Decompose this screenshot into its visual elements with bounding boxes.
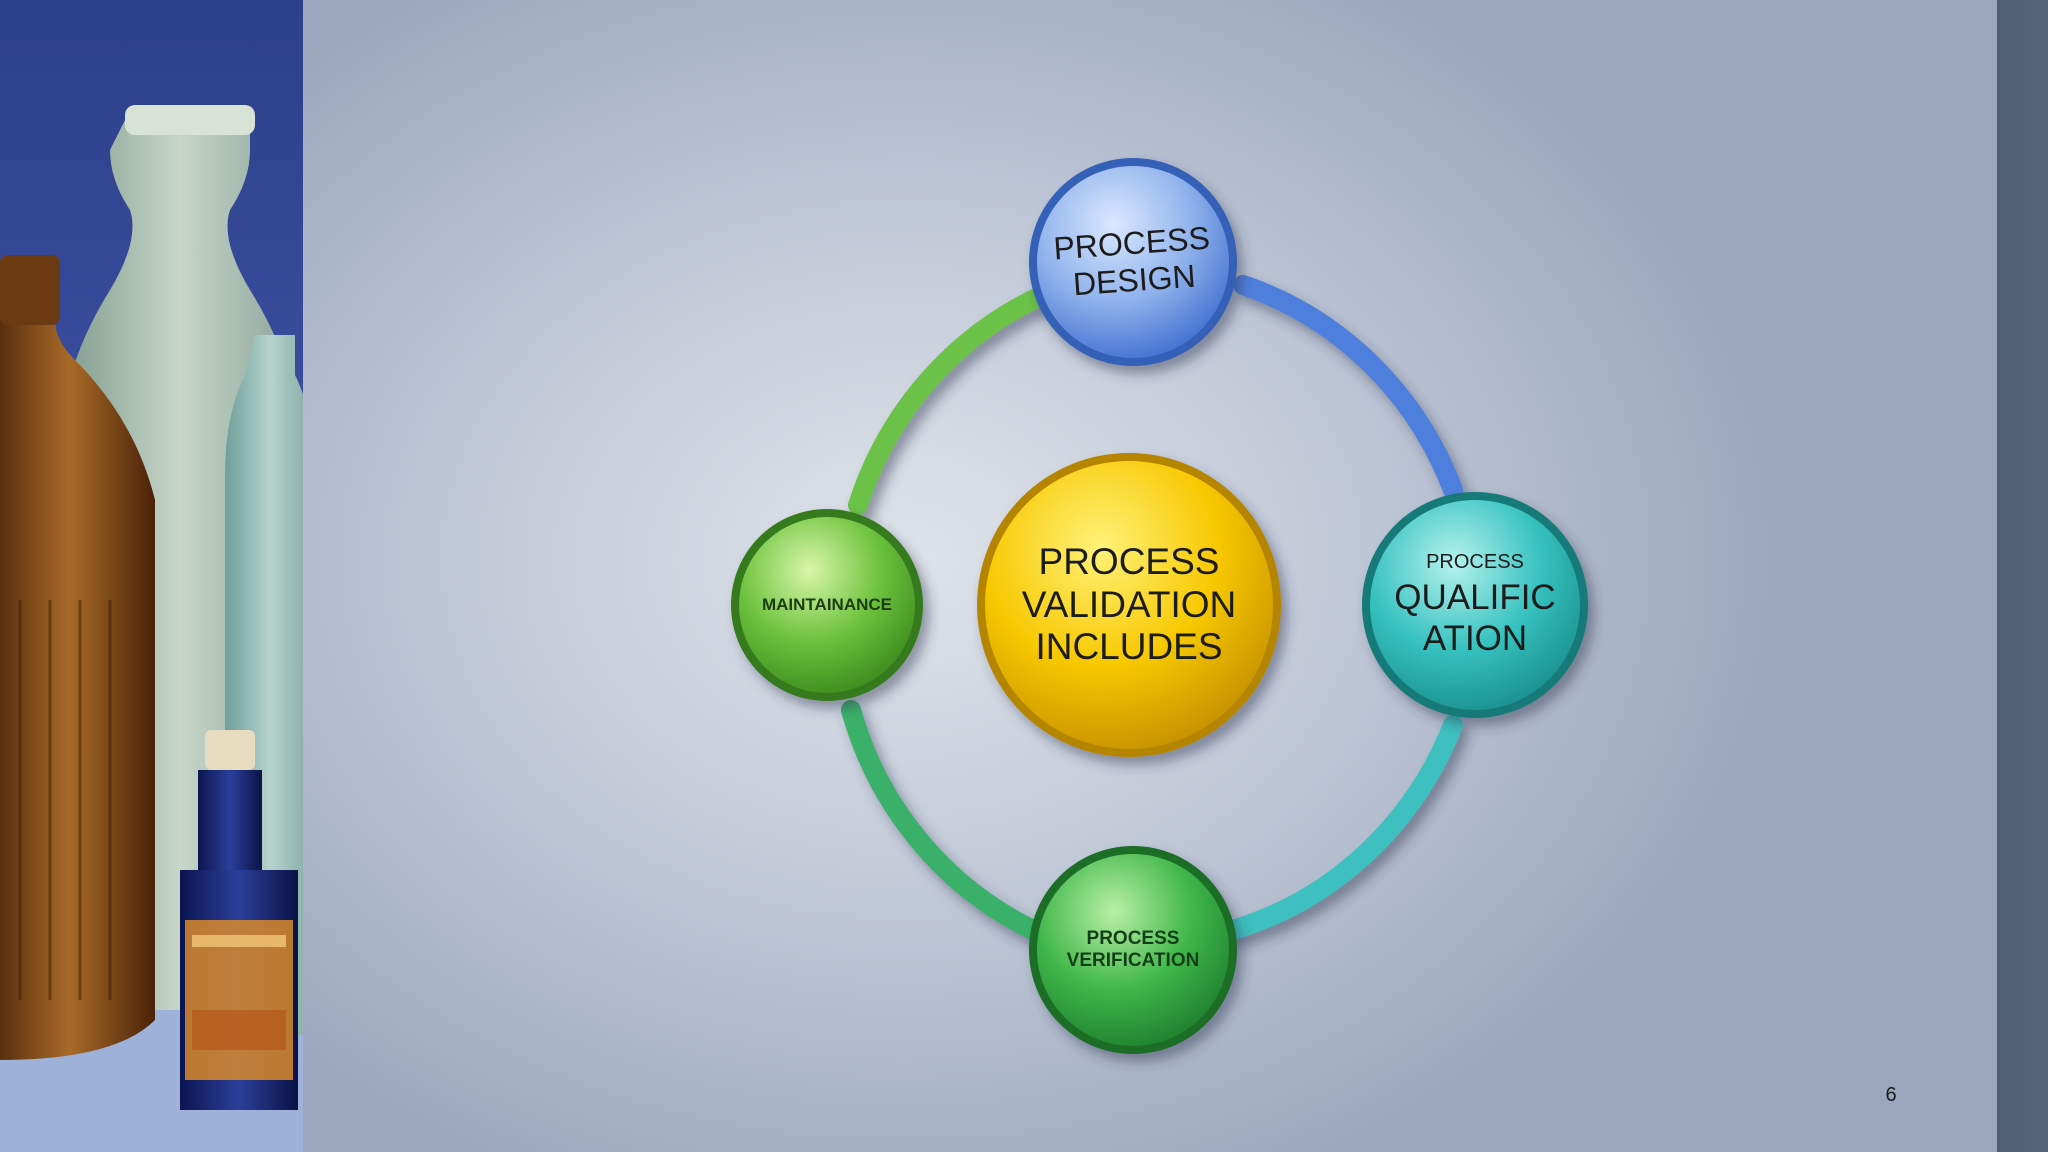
bottles-photo [0,0,303,1152]
node-process-qualification [1362,492,1588,718]
process-verification-label: PROCESS VERIFICATION [1043,915,1223,985]
slide-canvas: PROCESS VALIDATION INCLUDES PROCESS DESI… [303,0,1997,1152]
center-label-line: VALIDATION [1021,583,1237,625]
process-qualification-line: PROCESS [1426,551,1524,574]
node-process-verification [1029,846,1237,1054]
center-label-line: INCLUDES [1035,626,1223,668]
center-label-line: PROCESS [1038,541,1220,583]
center-node-label: PROCESS VALIDATION INCLUDES [989,520,1269,690]
maintainance-line: MAINTAINANCE [761,595,892,615]
page-number: 6 [1885,1084,1897,1106]
process-qualification-line: QUALIFIC [1394,578,1556,618]
process-cycle-diagram [731,158,1588,1054]
maintainance-label: MAINTAINANCE [747,585,907,625]
ring-arc-top-left [848,285,1053,515]
ring-arc-bottom-right [1223,715,1463,940]
right-decorative-strip [1997,0,2048,1152]
process-qualification-line: ATION [1422,618,1528,658]
node-maintainance [731,509,923,701]
process-verification-line: PROCESS [1086,928,1180,950]
process-design-line: DESIGN [1071,257,1197,303]
process-qualification-label: PROCESS QUALIFIC ATION [1370,538,1580,672]
process-verification-line: VERIFICATION [1066,950,1200,971]
ring-arc-top-right [1233,275,1463,500]
ring-arc-bottom-left [841,700,1043,940]
center-node [977,453,1281,757]
node-process-design [1029,158,1237,366]
process-design-label: PROCESS DESIGN [1040,206,1227,318]
